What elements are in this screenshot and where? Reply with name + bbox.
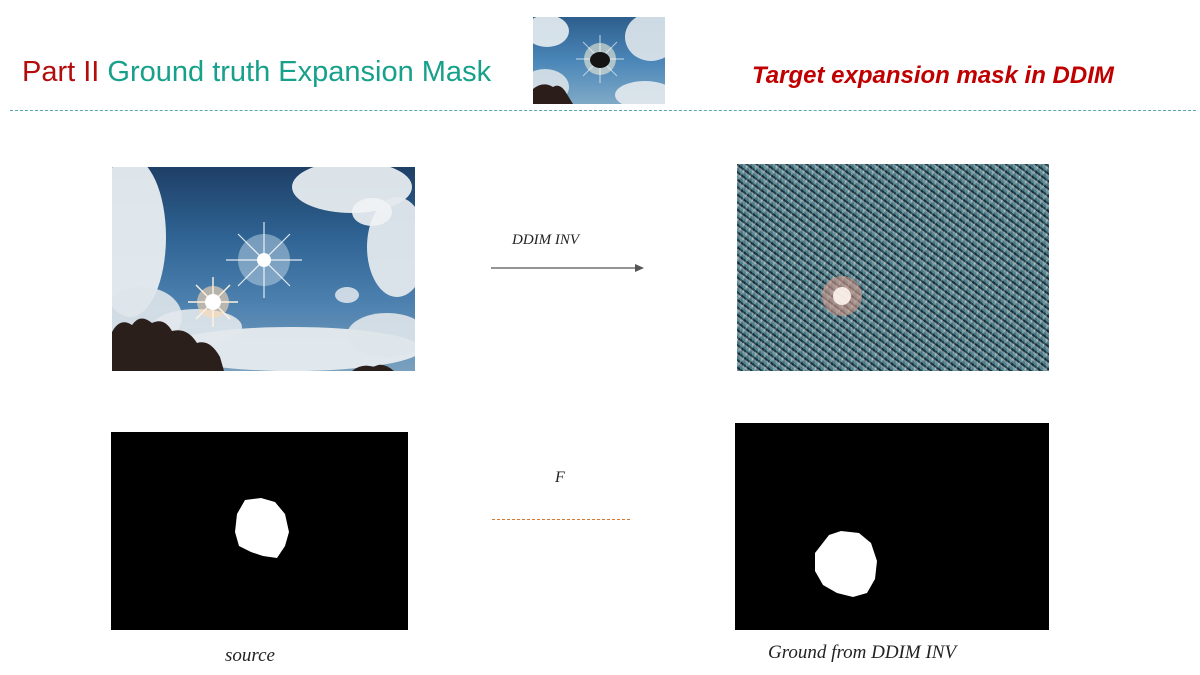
title-part-label: Part II: [22, 56, 100, 88]
header-divider: [10, 110, 1196, 111]
f-transform-dashed-line: [492, 519, 630, 520]
f-transform-label: F: [555, 469, 565, 486]
slide-title: Part II Ground truth Expansion Mask: [22, 56, 491, 89]
slide-subtitle: Target expansion mask in DDIM: [752, 62, 1114, 89]
ground-truth-caption: Ground from DDIM INV: [768, 642, 957, 663]
eclipse-thumbnail-image: [533, 17, 665, 104]
ddim-inv-arrow-label: DDIM INV: [512, 232, 580, 248]
ground-truth-mask-image: [735, 423, 1049, 630]
title-main-label: Ground truth Expansion Mask: [107, 56, 492, 88]
ddim-inv-arrow-icon: [491, 264, 644, 272]
inverted-noise-image: [737, 164, 1049, 371]
source-caption: source: [225, 645, 275, 666]
source-mask-image: [111, 432, 408, 630]
source-sky-image: [112, 167, 415, 371]
